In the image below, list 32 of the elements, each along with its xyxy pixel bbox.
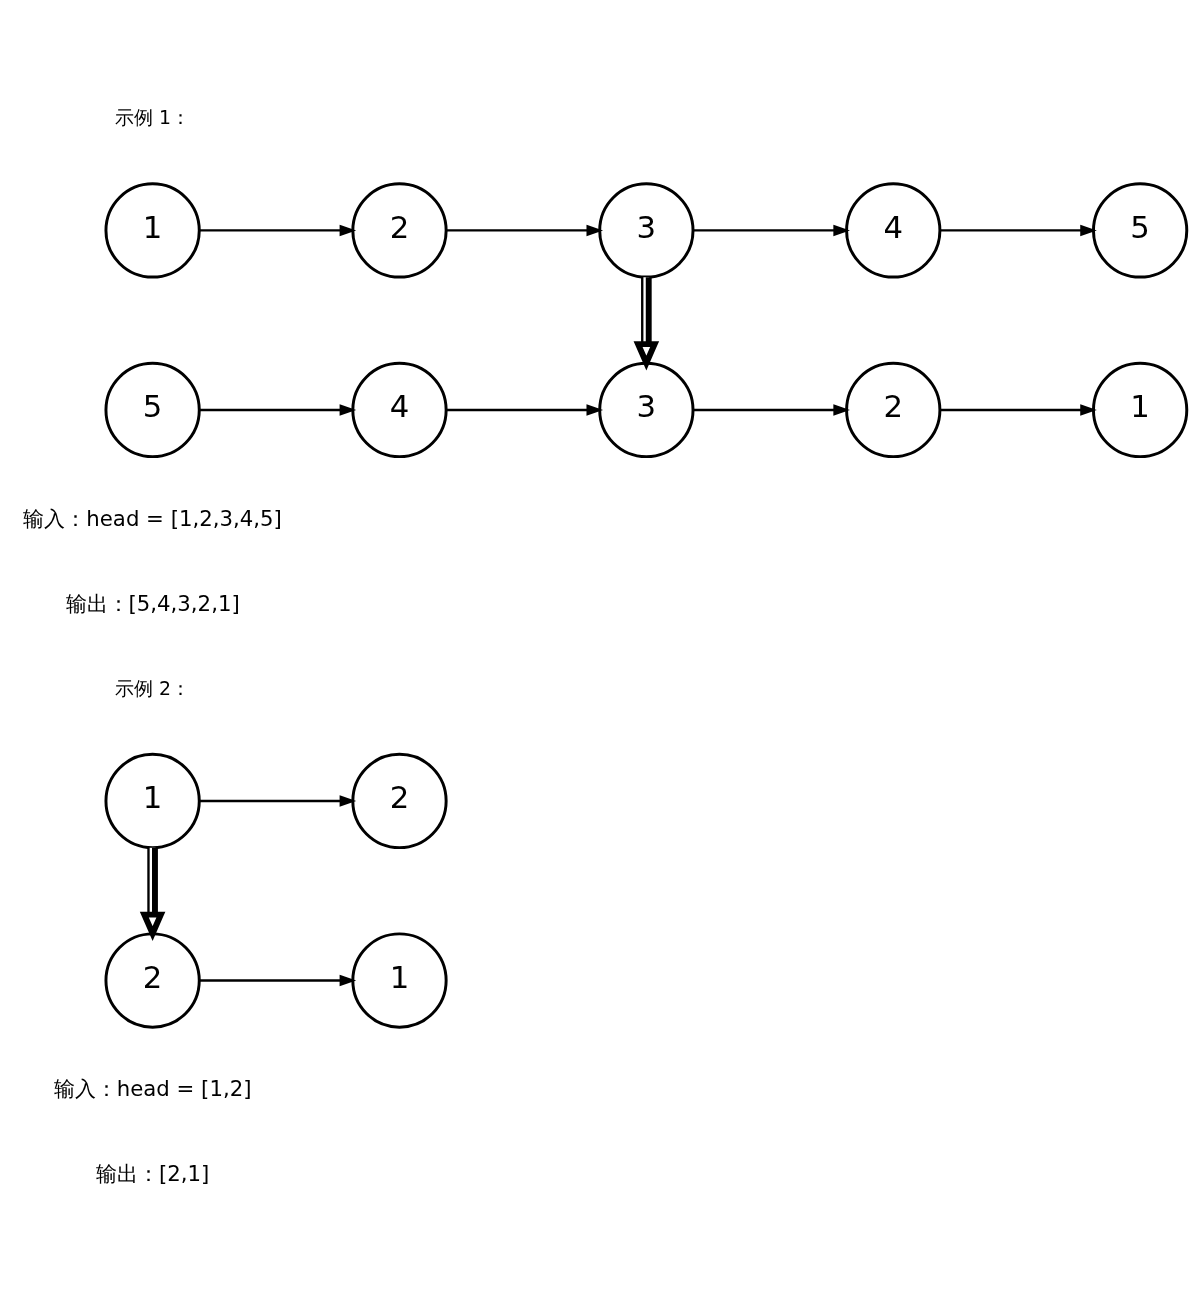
node-circle: 4 — [351, 361, 448, 459]
node-circle: 1 — [351, 932, 448, 1029]
arrow — [633, 277, 660, 371]
arrow — [940, 404, 1097, 416]
node-circle: 4 — [845, 182, 942, 279]
arrow — [199, 224, 357, 237]
label: 示例 2： — [115, 677, 191, 700]
arrow — [693, 404, 850, 416]
node-circle: 3 — [598, 361, 695, 459]
arrow — [139, 847, 166, 941]
node-circle: 3 — [598, 182, 695, 279]
node-circle: 2 — [845, 361, 942, 459]
arrow — [446, 404, 604, 416]
arrow — [940, 224, 1097, 237]
node-circle: 1 — [1092, 361, 1189, 459]
node-circle: 5 — [1092, 182, 1189, 279]
label: 示例 1： — [115, 106, 191, 129]
arrow — [199, 795, 357, 807]
arrow — [446, 224, 604, 237]
node-circle: 1 — [104, 182, 201, 279]
node-circle: 2 — [351, 182, 448, 279]
label: 输出：[5,4,3,2,1] — [65, 590, 240, 616]
node-circle: 1 — [104, 752, 201, 850]
label: 输出：[2,1] — [95, 1161, 210, 1187]
arrow — [693, 224, 850, 237]
label: 输入：head = [1,2,3,4,5] — [23, 505, 282, 531]
arrow — [199, 404, 357, 416]
node-circle: 5 — [104, 361, 201, 459]
node-circle: 2 — [104, 932, 201, 1029]
arrow — [199, 974, 357, 987]
label: 输入：head = [1,2] — [53, 1076, 252, 1102]
node-circle: 2 — [351, 752, 448, 850]
